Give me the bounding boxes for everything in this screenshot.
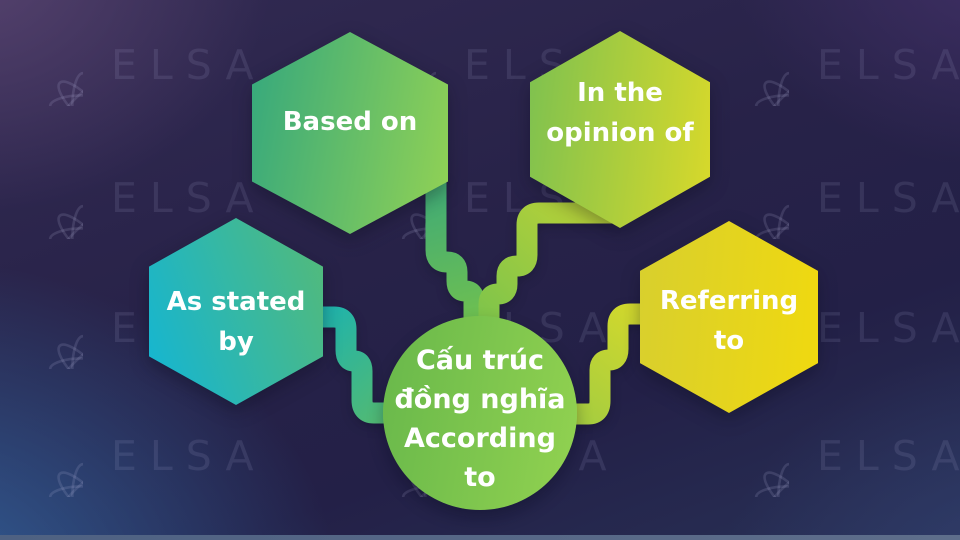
hexagon-node-based-on: Based on bbox=[252, 32, 448, 234]
node-label-based-on: Based on bbox=[282, 107, 418, 137]
connector-based-on bbox=[425, 178, 485, 345]
center-node-circle: Cấu trúc đồng nghĩa According to bbox=[383, 316, 577, 510]
bottom-accent-bar bbox=[0, 535, 960, 540]
connector-in-the-opinion-of bbox=[478, 202, 612, 345]
center-node-label: Cấu trúc đồng nghĩa According to bbox=[394, 345, 566, 493]
connector-referring-to bbox=[572, 303, 654, 425]
connector-as-stated-by bbox=[308, 306, 402, 424]
